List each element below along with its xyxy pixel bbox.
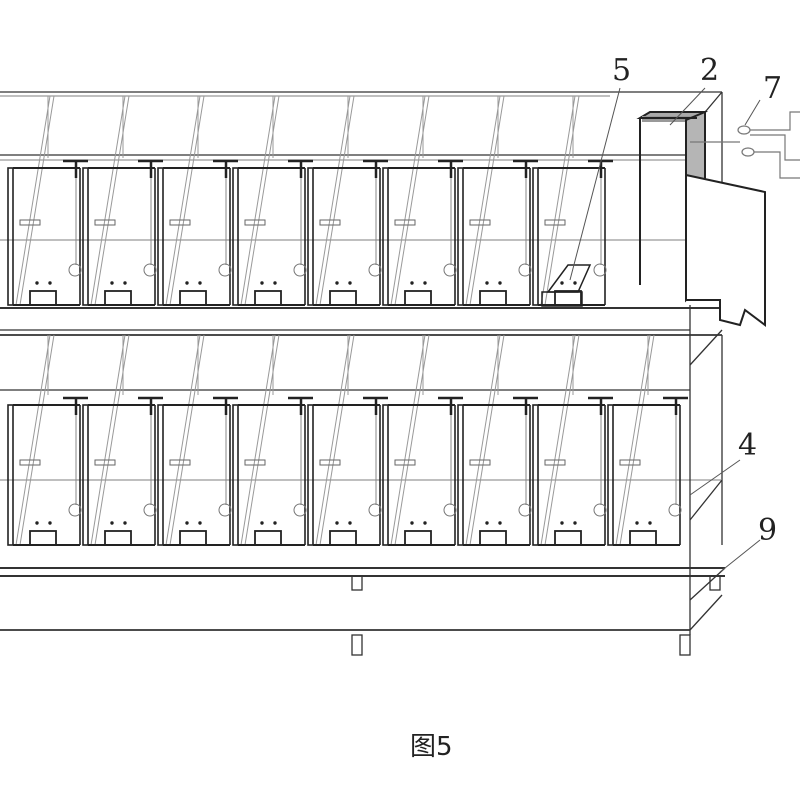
cage — [232, 334, 313, 546]
rack-frame — [0, 91, 726, 656]
cage — [307, 95, 388, 306]
cage — [457, 95, 538, 306]
cage — [457, 334, 538, 546]
cage — [232, 95, 313, 306]
cage — [7, 334, 88, 546]
pipes — [690, 111, 800, 179]
cages — [7, 95, 688, 546]
cage — [157, 95, 238, 306]
label-2: 2 — [700, 53, 719, 88]
cage — [157, 334, 238, 546]
figure-caption: 图5 — [410, 732, 453, 762]
cage — [382, 334, 463, 546]
cage — [532, 334, 613, 546]
control-box — [636, 110, 766, 327]
cage — [607, 334, 688, 546]
label-9: 9 — [758, 513, 777, 548]
cage — [82, 334, 163, 546]
cage — [82, 95, 163, 306]
label-5: 5 — [612, 53, 631, 88]
cage — [532, 95, 613, 306]
cage — [7, 95, 88, 306]
label-7: 7 — [763, 71, 782, 106]
feeder — [541, 264, 592, 307]
label-4: 4 — [738, 428, 757, 463]
cage — [307, 334, 388, 546]
cage — [382, 95, 463, 306]
